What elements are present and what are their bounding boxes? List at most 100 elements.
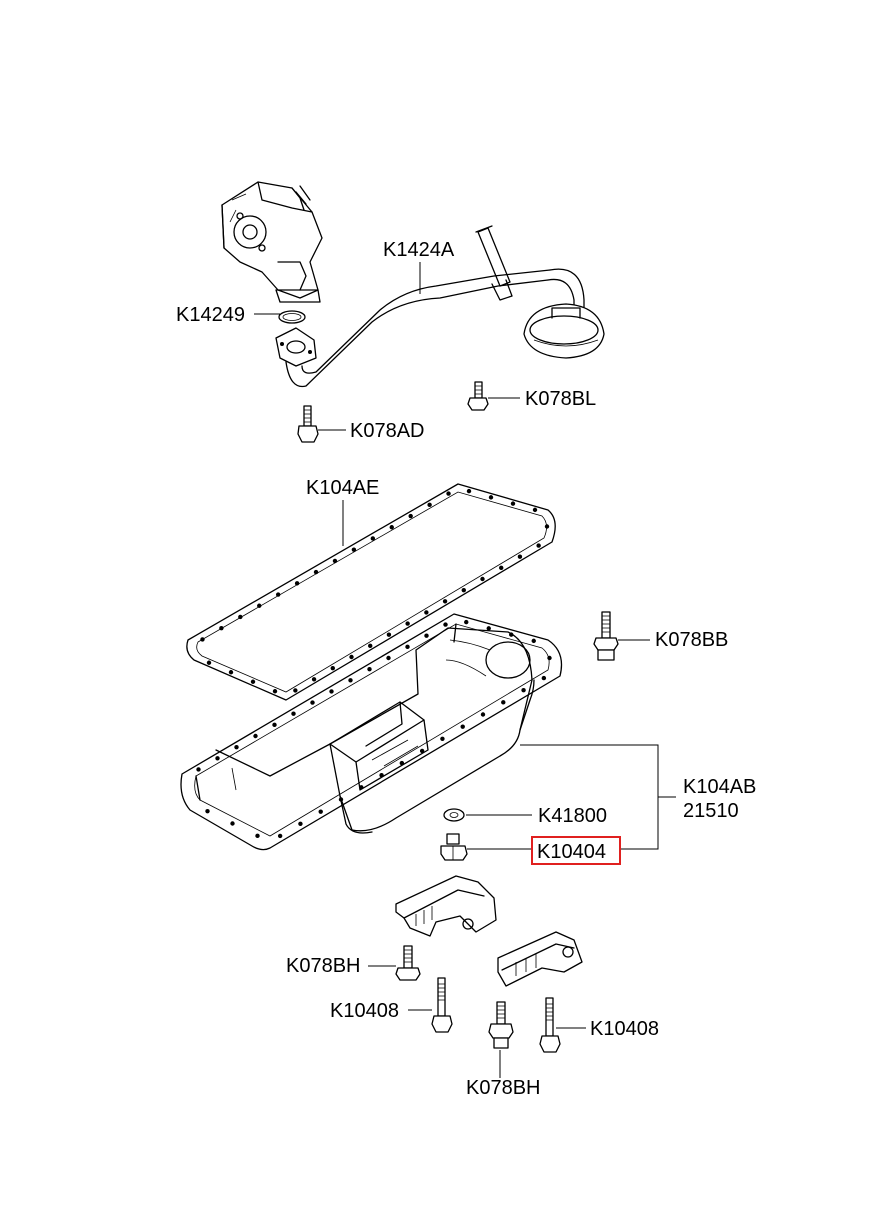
oil-strainer[interactable] <box>275 225 605 388</box>
bolt-hole <box>427 502 432 508</box>
bolt-hole <box>443 622 448 627</box>
bolt-hole <box>272 689 278 694</box>
bolt-hole <box>332 558 338 564</box>
bolt-hole <box>442 599 448 604</box>
bolt-hole <box>480 576 485 582</box>
bolt-hole <box>466 488 472 494</box>
bolt-hole <box>206 660 212 665</box>
bolt-hole <box>547 655 552 661</box>
label-k078ad: K078AD <box>350 420 425 442</box>
bolt-hole <box>291 711 296 716</box>
bracket-right[interactable] <box>497 931 583 987</box>
bolt-hole <box>440 736 445 741</box>
bolt-hole <box>510 501 516 506</box>
label-k078bh-left: K078BH <box>286 955 361 977</box>
bolt-hole <box>531 638 536 644</box>
bolt-hole <box>532 507 538 513</box>
bolt-hole <box>234 744 239 750</box>
bolt-hole <box>294 581 300 586</box>
bolt-hole <box>370 536 376 541</box>
bolt-k078bl[interactable] <box>467 381 489 411</box>
bolt-hole <box>275 592 281 597</box>
label-k10408-right: K10408 <box>590 1018 659 1040</box>
bolt-hole <box>277 833 283 839</box>
bolt-hole <box>399 760 405 766</box>
label-k104ae: K104AE <box>306 477 379 499</box>
bolt-hole <box>389 525 394 530</box>
highlight-box-k10404 <box>531 836 621 865</box>
washer-k41800[interactable] <box>443 808 465 822</box>
bolt-hole <box>215 756 220 761</box>
bolt-hole <box>464 619 469 625</box>
bolt-hole <box>536 543 541 548</box>
bolt-hole <box>238 614 243 620</box>
bolt-hole <box>499 565 504 571</box>
label-k078bl: K078BL <box>525 388 596 410</box>
label-21510: 21510 <box>683 800 739 822</box>
bolt-hole <box>200 637 205 642</box>
bolt-hole <box>313 569 319 575</box>
bolt-hole <box>205 808 210 814</box>
oil-pump[interactable] <box>221 181 323 303</box>
label-k10404[interactable]: K10404 <box>537 841 606 863</box>
bolt-hole <box>446 491 451 496</box>
bolt-hole <box>501 700 506 705</box>
bolt-hole <box>424 633 429 638</box>
bracket-left[interactable] <box>395 875 497 937</box>
bolt-hole <box>250 679 256 684</box>
bolt-hole <box>541 675 547 681</box>
bolt-k078bb[interactable] <box>593 611 619 661</box>
label-k078bh-bottom: K078BH <box>466 1077 541 1099</box>
drain-plug-k10404[interactable] <box>440 833 468 861</box>
bolt-hole <box>196 767 201 772</box>
bolt-hole <box>257 603 262 608</box>
label-k41800: K41800 <box>538 805 607 827</box>
bolt-hole <box>253 733 258 739</box>
bolt-k10408-left[interactable] <box>431 977 453 1033</box>
oil-pan[interactable] <box>180 613 563 851</box>
label-k14249: K14249 <box>176 304 245 326</box>
bolt-hole <box>405 621 410 626</box>
bolt-k10408-right[interactable] <box>539 997 561 1053</box>
o-ring[interactable] <box>278 310 306 324</box>
bolt-k078ad[interactable] <box>297 405 319 443</box>
bolt-hole <box>517 554 523 559</box>
bolt-hole <box>351 547 357 552</box>
bolt-hole <box>310 700 315 705</box>
bolt-k078bh-bottom[interactable] <box>488 1001 514 1049</box>
bolt-hole <box>255 833 260 839</box>
label-k078bb: K078BB <box>655 629 728 651</box>
oil-pan-gasket[interactable] <box>186 483 556 701</box>
bolt-hole <box>298 821 303 826</box>
bolt-hole <box>311 677 317 682</box>
bolt-hole <box>348 678 353 683</box>
leader-lines <box>254 262 676 1078</box>
bolt-hole <box>367 666 372 672</box>
bolt-hole <box>359 785 364 790</box>
bolt-hole <box>386 655 391 661</box>
bolt-hole <box>338 797 344 802</box>
bolt-hole <box>424 610 429 615</box>
bolt-hole <box>405 644 410 650</box>
label-k1424a: K1424A <box>383 239 455 261</box>
bolt-k078bh-left[interactable] <box>395 945 421 981</box>
bolt-hole <box>293 688 298 693</box>
label-k104ab: K104AB <box>683 776 756 798</box>
bolt-hole <box>318 809 323 814</box>
bolt-hole <box>329 689 334 694</box>
bolt-hole <box>480 712 486 717</box>
bolt-hole <box>419 748 425 754</box>
bolt-hole <box>330 665 335 671</box>
bolt-hole <box>408 513 413 519</box>
bolt-hole <box>521 688 526 693</box>
bolt-hole <box>230 821 235 826</box>
bolt-hole <box>488 495 494 500</box>
bolt-hole <box>349 654 354 660</box>
bolt-hole <box>461 587 466 593</box>
label-k10408-left: K10408 <box>330 1000 399 1022</box>
bolt-hole <box>219 625 224 631</box>
bolt-hole <box>228 670 234 675</box>
bolt-hole <box>379 773 384 778</box>
bolt-hole <box>486 626 491 631</box>
